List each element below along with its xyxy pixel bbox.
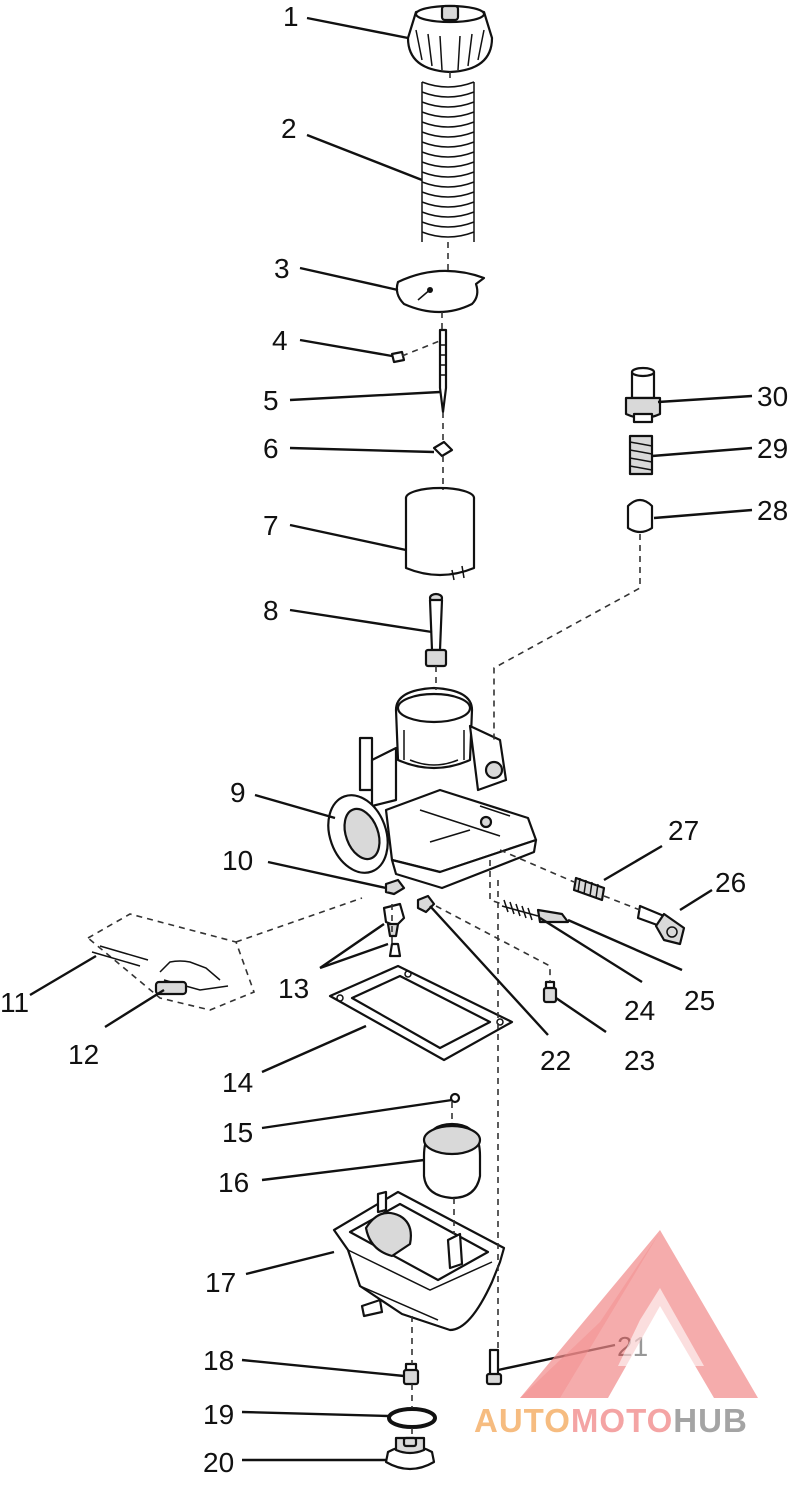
part-7-throttle-slide bbox=[404, 486, 476, 581]
part-13-jets bbox=[382, 902, 406, 958]
label-29: 29 bbox=[757, 433, 788, 464]
label-19: 19 bbox=[203, 1399, 234, 1430]
label-9: 9 bbox=[230, 777, 246, 808]
part-2-spring bbox=[421, 81, 475, 242]
label-6: 6 bbox=[263, 433, 279, 464]
part-10-nut bbox=[384, 878, 406, 896]
label-10: 10 bbox=[222, 845, 253, 876]
assembly-lines bbox=[235, 72, 641, 1438]
part-14-gasket bbox=[328, 964, 514, 1062]
part-20-drain-plug bbox=[384, 1436, 436, 1471]
watermark-moto: MOTO bbox=[571, 1402, 673, 1439]
label-13: 13 bbox=[278, 973, 309, 1004]
part-28-cap bbox=[626, 498, 654, 534]
label-26: 26 bbox=[715, 867, 746, 898]
part-21-screw bbox=[485, 1348, 503, 1386]
label-18: 18 bbox=[203, 1345, 234, 1376]
part-17-float-bowl bbox=[332, 1190, 506, 1332]
label-27: 27 bbox=[668, 815, 699, 846]
label-8: 8 bbox=[263, 595, 279, 626]
part-15-ball bbox=[449, 1092, 461, 1104]
part-18-main-jet bbox=[402, 1362, 420, 1386]
label-14: 14 bbox=[222, 1067, 253, 1098]
part-6-washer bbox=[432, 440, 454, 458]
part-23-screw bbox=[542, 980, 558, 1004]
part-24-screw bbox=[501, 899, 570, 924]
label-11: 11 bbox=[0, 987, 29, 1018]
label-7: 7 bbox=[263, 510, 279, 541]
part-5-needle bbox=[438, 328, 448, 414]
label-5: 5 bbox=[263, 385, 279, 416]
part-11-12-tube-assembly bbox=[86, 913, 256, 1011]
label-23: 23 bbox=[624, 1045, 655, 1076]
part-29-spring bbox=[628, 434, 654, 476]
part-27-spring bbox=[572, 876, 606, 902]
label-25: 25 bbox=[684, 985, 715, 1016]
leader-lines bbox=[29, 16, 753, 1462]
part-19-o-ring bbox=[387, 1407, 437, 1429]
part-26-screw bbox=[636, 904, 686, 946]
part-8-needle-jet bbox=[424, 592, 448, 668]
watermark-logo: AUTOMOTOHUB bbox=[474, 1230, 758, 1439]
part-30-fitting bbox=[624, 366, 662, 424]
part-1-cap bbox=[406, 4, 494, 74]
label-4: 4 bbox=[272, 325, 288, 356]
label-20: 20 bbox=[203, 1447, 234, 1478]
label-24: 24 bbox=[624, 995, 655, 1026]
label-17: 17 bbox=[205, 1267, 236, 1298]
label-30: 30 bbox=[757, 381, 788, 412]
label-22: 22 bbox=[540, 1045, 571, 1076]
part-22-nut bbox=[416, 894, 436, 914]
label-2: 2 bbox=[281, 113, 297, 144]
part-3-plate bbox=[395, 269, 486, 314]
label-15: 15 bbox=[222, 1117, 253, 1148]
watermark-auto: AUTO bbox=[474, 1402, 571, 1439]
label-28: 28 bbox=[757, 495, 788, 526]
part-9-carburetor-body bbox=[327, 686, 538, 890]
callout-labels: 1 2 3 4 5 6 7 8 9 10 11 12 13 14 15 16 1… bbox=[0, 1, 788, 1478]
label-12: 12 bbox=[68, 1039, 99, 1070]
part-4-clip bbox=[390, 350, 406, 364]
watermark-hub: HUB bbox=[673, 1402, 748, 1439]
label-1: 1 bbox=[283, 1, 299, 32]
svg-text:AUTOMOTOHUB: AUTOMOTOHUB bbox=[474, 1402, 748, 1439]
label-3: 3 bbox=[274, 253, 290, 284]
part-16-float bbox=[422, 1122, 482, 1200]
label-16: 16 bbox=[218, 1167, 249, 1198]
